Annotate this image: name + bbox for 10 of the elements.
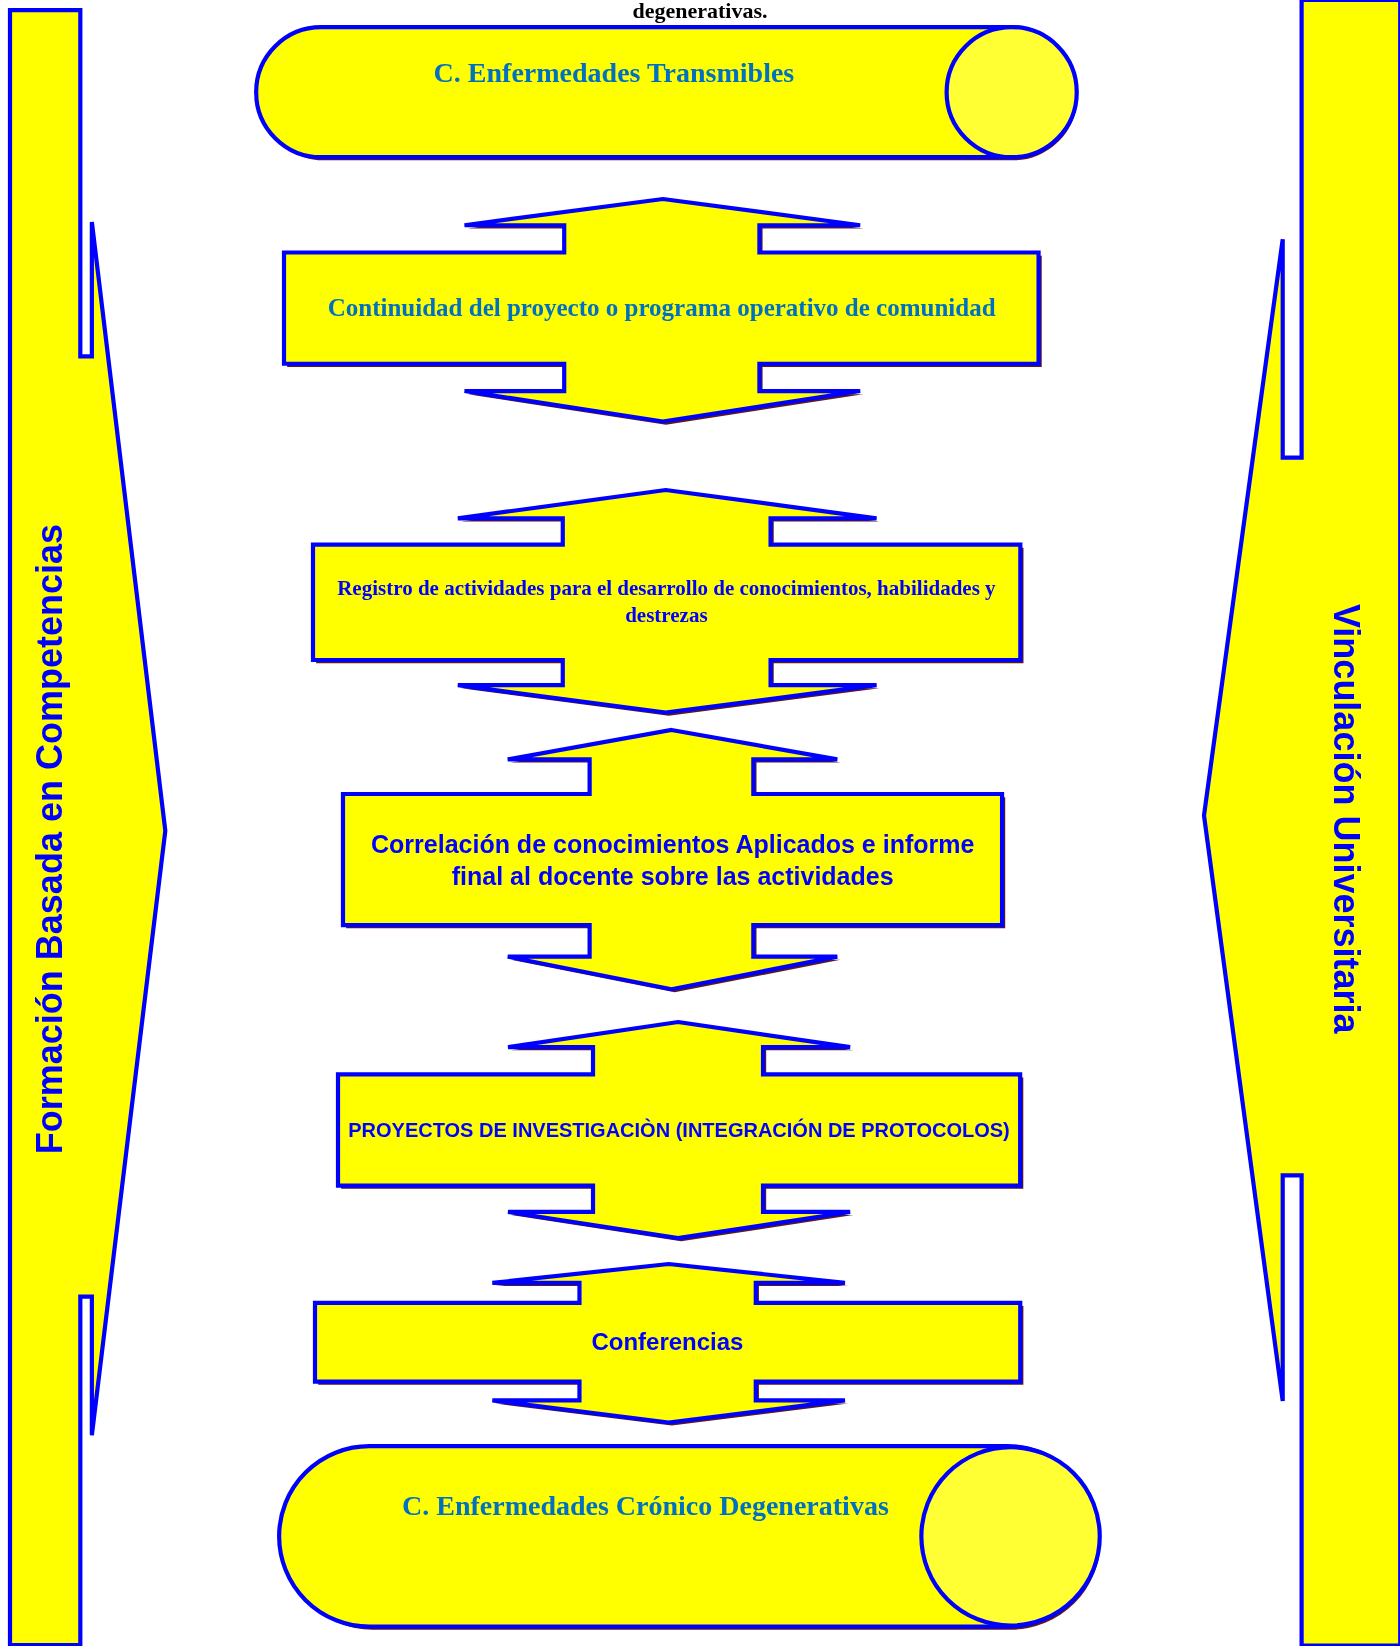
node-label: Correlación de conocimientos Aplicados e informe final al docente sobre las actividades <box>370 828 976 892</box>
node-label: Continuidad del proyecto o programa operativo de comunidad <box>327 293 996 324</box>
band-label: Vinculación Universitaria <box>1324 603 1367 1034</box>
node-label: C. Enfermedades Crónico Degenerativas <box>402 1488 889 1523</box>
band-label: Formación Basada en Competencias <box>28 524 71 1155</box>
node-label: PROYECTOS DE INVESTIGACIÒN (INTEGRACIÓN DE PROTOCOLOS) <box>348 1117 1010 1144</box>
node-label: C. Enfermedades Transmibles <box>433 56 795 91</box>
node-label: Registro de actividades para el desarrollo de conocimientos, habilidades y destrezas <box>336 575 997 630</box>
heading-fragment: degenerativas. <box>631 0 769 24</box>
node-label: Conferencias <box>591 1327 744 1358</box>
